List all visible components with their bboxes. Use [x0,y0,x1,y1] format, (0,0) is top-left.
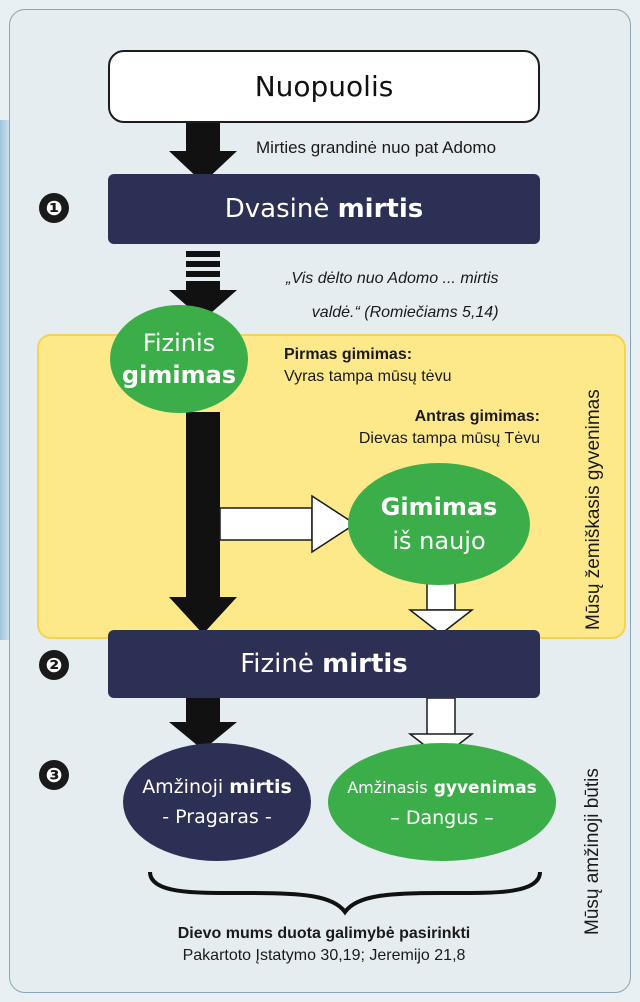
eternal-life-bold: gyvenimas [433,777,537,798]
second-birth-note: Antras gimimas: Dievas tampa mūsų Tėvu [312,406,540,450]
fall-box: Nuopuolis [108,50,540,123]
arrow-spiritual-death-to-birth [169,251,237,320]
fall-label: Nuopuolis [254,70,394,103]
eternal-life-place: – Dangus – [390,806,494,829]
eternal-death-place: - Pragaras - [162,806,272,828]
first-birth-heading: Pirmas gimimas: [284,346,413,363]
choice-reference: Pakartoto Įstatymo 30,19; Jeremijo 21,8 [182,947,466,964]
eternity-label: Mūsų amžinoji būtis [582,768,603,935]
eternal-death-bold: mirtis [229,776,292,798]
physical-death-box: Fizinė mirtis [108,630,540,698]
first-birth-text: Vyras tampa mūsų tėvu [284,368,452,385]
physical-birth-line-2: gimimas [121,361,237,389]
quote-line-1: „Vis dėlto nuo Adomo ... mirtis [286,270,499,287]
second-birth-text: Dievas tampa mūsų Tėvu [358,430,540,447]
quote-line-2: valdė.“ (Romiečiams 5,14) [311,304,499,321]
new-birth-line-1: Gimimas [380,493,498,521]
first-birth-note: Pirmas gimimas: Vyras tampa mūsų tėvu [284,344,451,388]
chain-caption: Mirties grandinė nuo pat Adomo [256,138,497,157]
romans-quote: „Vis dėlto nuo Adomo ... mirtis valdė.“ … [286,262,499,330]
step-number-3: ❸ [39,760,69,790]
arrow-new-birth-to-physical-death [407,581,475,635]
eternal-death-ellipse: Amžinoji mirtis - Pragaras - [123,743,311,861]
new-birth-line-2: iš naujo [392,527,486,555]
spiritual-death-bold: mirtis [337,194,424,224]
arrow-to-eternal-death [169,698,237,750]
choice-brace [148,871,542,916]
choice-heading: Dievo mums duota galimybė pasirinkti [177,925,471,942]
physical-death-word: Fizinė [240,649,314,679]
spiritual-death-word: Dvasinė [224,194,330,224]
second-birth-heading: Antras gimimas: [414,408,540,425]
earthly-life-label: Mūsų žemiškasis gyvenimas [583,389,604,630]
new-birth-ellipse: Gimimas iš naujo [348,463,530,585]
eternal-life-ellipse: Amžinasis gyvenimas – Dangus – [328,743,556,861]
physical-birth-line-1: Fizinis [142,329,216,357]
physical-birth-ellipse: Fizinis gimimas [110,305,248,413]
arrow-birth-to-physical-death [169,412,237,634]
eternal-life-word: Amžinasis [347,777,428,797]
step-number-2: ❷ [39,650,69,680]
eternal-death-word: Amžinoji [142,776,224,798]
arrow-fall-to-spiritual-death [169,123,237,183]
spiritual-death-box: Dvasinė mirtis [108,174,540,244]
choice-note: Dievo mums duota galimybė pasirinkti Pak… [108,923,540,967]
arrow-to-new-birth [219,494,357,554]
step-number-1: ❶ [39,193,69,223]
physical-death-bold: mirtis [322,649,408,679]
